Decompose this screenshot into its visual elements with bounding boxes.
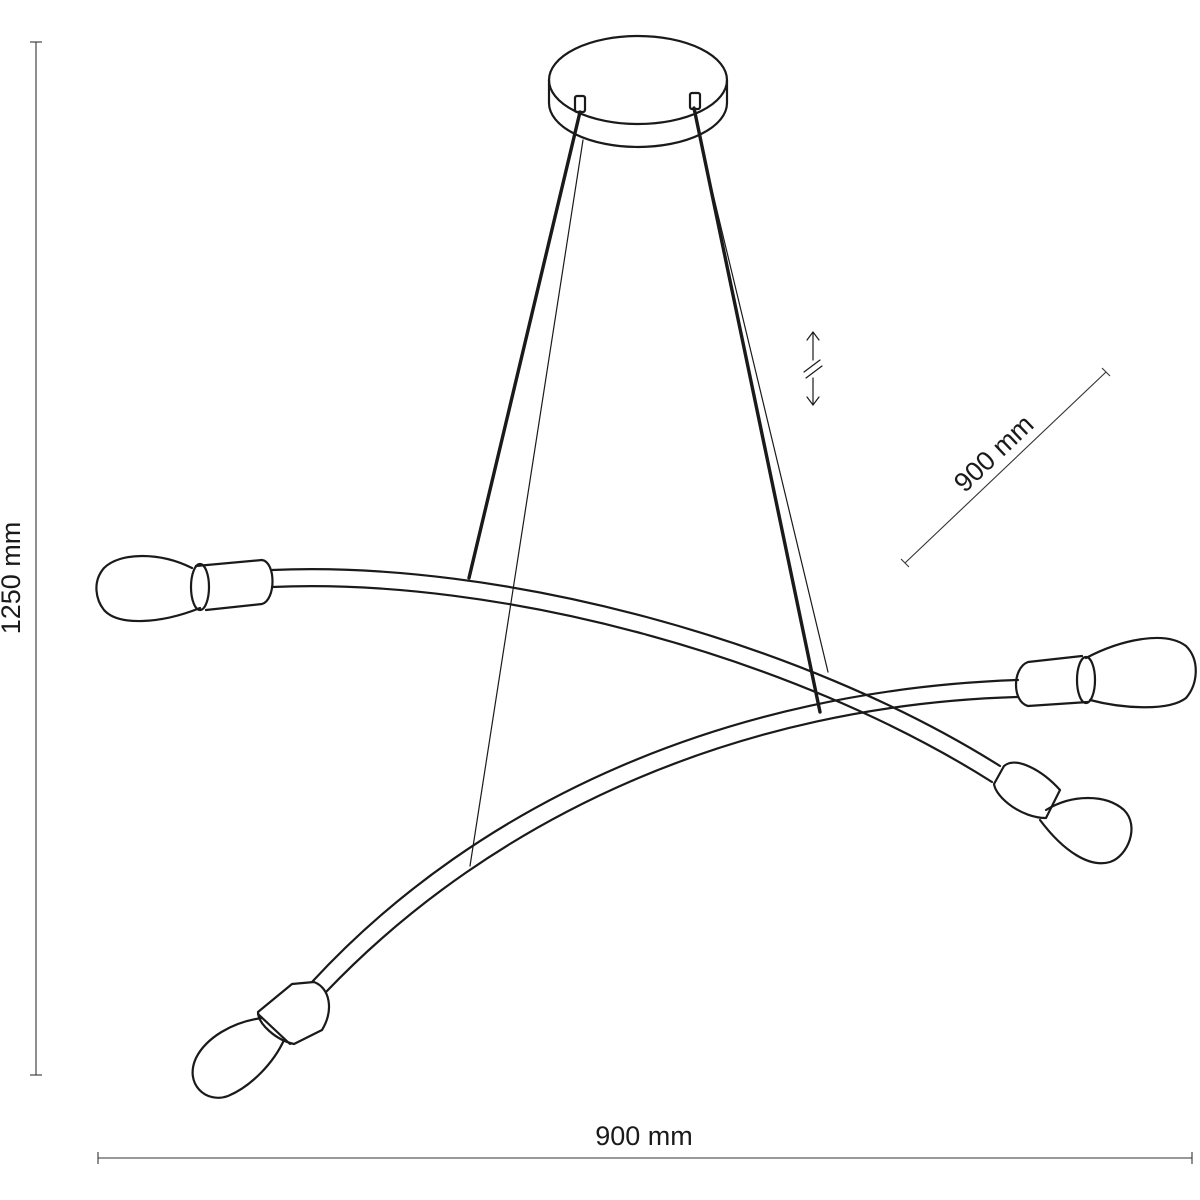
light-bulb-right-upper	[1015, 636, 1197, 709]
width-dimension: 900 mm	[97, 1121, 1193, 1164]
cable-clamp-right	[688, 91, 702, 111]
diagonal-dimension-tick-a	[900, 558, 910, 568]
suspension-cables	[467, 106, 829, 867]
diagonal-dimension: 900 mm	[900, 367, 1111, 568]
lamp-arm-lower	[310, 678, 1020, 994]
light-bulb-right-lower	[992, 761, 1133, 865]
diagonal-label: 900 mm	[948, 409, 1039, 498]
lamp-arm-upper	[270, 568, 1002, 784]
diagonal-dimension-line	[904, 371, 1107, 564]
cable-clamp-left	[573, 94, 587, 114]
height-label: 1250 mm	[0, 522, 26, 635]
double-arrow-adjust-icon	[803, 331, 823, 406]
diagonal-dimension-tick-b	[1101, 367, 1111, 377]
light-bulb-left	[95, 554, 274, 623]
height-dimension: 1250 mm	[0, 41, 42, 1076]
width-label: 900 mm	[595, 1121, 693, 1151]
light-bulb-left-lower	[191, 980, 331, 1099]
